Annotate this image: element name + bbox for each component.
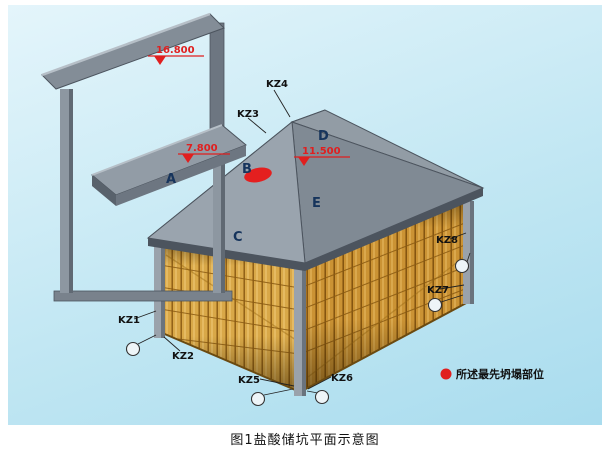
axis-bubble: [454, 258, 470, 274]
scaffold-right-shade: [300, 201, 470, 392]
scaffold-bottom-edge-right: [299, 300, 471, 393]
leader-kz8: [449, 232, 467, 240]
canopy-end-wall: [209, 22, 225, 130]
canopy-column-right-shade: [221, 127, 225, 293]
elevation-marker-platform: 7.800: [178, 143, 230, 163]
elevation-marker-canopy: 16.800: [148, 45, 204, 65]
column-label-kz7: KZ7: [427, 285, 449, 296]
area-label-c: C: [233, 230, 243, 245]
elevation-value-platform: 7.800: [186, 143, 218, 154]
leader-kz1: [133, 310, 157, 320]
axis-bubble: [427, 297, 443, 313]
model-svg: 16.800 7.800 11.500 KZ4 KZ3 KZ1 KZ2 KZ5 …: [41, 12, 544, 407]
scaffold-front-shade: [160, 245, 300, 392]
axis-bubble: [125, 341, 141, 357]
corner-column-right: [463, 201, 474, 304]
axis-bubbles: [125, 252, 471, 407]
canopy-top-slab: [41, 13, 225, 90]
figure-canvas: 16.800 7.800 11.500 KZ4 KZ3 KZ1 KZ2 KZ5 …: [8, 5, 602, 425]
column-label-kz8: KZ8: [436, 235, 458, 246]
column-label-kz2: KZ2: [172, 351, 194, 362]
axis-bubble-leader: [466, 252, 471, 263]
platform-slab-left-edge: [92, 175, 116, 206]
figure-caption: 图1盐酸储坑平面示意图: [230, 433, 380, 448]
axis-bubble-leader: [263, 388, 294, 396]
scaffolding: [159, 200, 471, 393]
canopy-column-left-shade: [69, 89, 73, 293]
column-label-kz6: KZ6: [331, 373, 353, 384]
leader-kz4: [273, 89, 291, 118]
corner-columns: [154, 201, 474, 396]
corner-column-front-shade: [302, 267, 306, 396]
elevation-value-canopy: 16.800: [156, 45, 195, 56]
column-label-kz1: KZ1: [118, 315, 140, 326]
column-label-kz5: KZ5: [238, 375, 260, 386]
leader-lines: [133, 89, 467, 390]
platform-slab-highlight: [91, 124, 223, 176]
corner-column-right-shade: [470, 201, 474, 304]
axis-bubble-leader: [306, 390, 319, 394]
area-label-b: B: [242, 162, 252, 177]
area-label-e: E: [312, 196, 321, 211]
corner-column-left: [154, 243, 165, 338]
canopy-base-beam: [53, 290, 233, 302]
axis-bubble-leader: [137, 334, 157, 345]
corner-column-left-shade: [161, 243, 165, 338]
platform-slab-front-edge: [116, 145, 246, 206]
legend: 所述最先坍塌部位: [440, 367, 544, 381]
area-label-a: A: [166, 172, 176, 187]
axis-bubble: [250, 391, 266, 407]
canopy-structure: [41, 12, 247, 302]
leader-kz6: [307, 376, 332, 390]
column-label-kz3: KZ3: [237, 109, 259, 120]
leader-kz7: [439, 284, 465, 290]
legend-label: 所述最先坍塌部位: [456, 367, 544, 381]
collapse-spot-ellipse: [244, 167, 272, 183]
canopy-top-slab-highlight: [41, 12, 211, 77]
legend-dot: [440, 368, 452, 380]
elevation-marker-roof: 11.500: [294, 146, 350, 166]
elevation-value-roof: 11.500: [302, 146, 341, 157]
area-label-d: D: [318, 129, 329, 144]
axis-bubble: [314, 389, 330, 405]
leader-kz3: [247, 117, 267, 134]
column-label-kz4: KZ4: [266, 79, 288, 90]
leader-kz2: [163, 336, 181, 352]
axis-bubble-leader: [440, 294, 464, 303]
leader-kz5: [259, 378, 295, 387]
